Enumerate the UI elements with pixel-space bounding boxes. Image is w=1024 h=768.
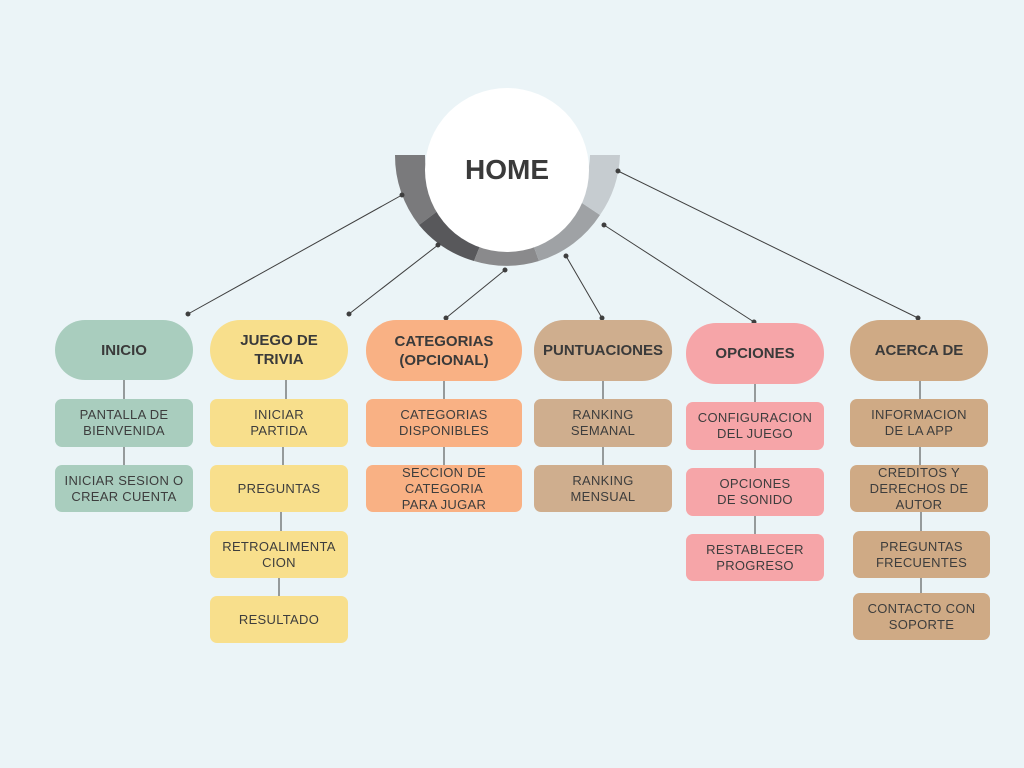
item-iniciar-partida: INICIAR PARTIDA	[210, 399, 348, 447]
connector-home-juego	[348, 244, 439, 315]
home-node: HOME	[425, 88, 589, 252]
connector-dot	[502, 267, 508, 273]
connector-dot	[435, 242, 441, 248]
item-ranking-mensual: RANKING MENSUAL	[534, 465, 672, 512]
connector-home-acerca	[617, 170, 919, 319]
connector-dot	[185, 311, 191, 317]
connector-home-puntuaciones	[565, 255, 603, 319]
item-iniciar-sesion: INICIAR SESION O CREAR CUENTA	[55, 465, 193, 512]
item-restablecer-progreso: RESTABLECER PROGRESO	[686, 534, 824, 581]
item-retroalimentacion: RETROALIMENTA CION	[210, 531, 348, 578]
item-preguntas-frecuentes: PREGUNTAS FRECUENTES	[853, 531, 990, 578]
item-informacion-app: INFORMACION DE LA APP	[850, 399, 988, 447]
ring-segment-lower-left	[419, 207, 484, 261]
header-acerca-de: ACERCA DE	[850, 320, 988, 381]
item-opciones-sonido: OPCIONES DE SONIDO	[686, 468, 824, 516]
item-creditos: CREDITOS Y DERECHOS DE AUTOR	[850, 465, 988, 512]
item-contacto-soporte: CONTACTO CON SOPORTE	[853, 593, 990, 640]
connector-dot	[346, 311, 352, 317]
header-juego-de-trivia: JUEGO DE TRIVIA	[210, 320, 348, 380]
header-puntuaciones: PUNTUACIONES	[534, 320, 672, 381]
connector-home-opciones	[603, 224, 755, 323]
connector-home-inicio	[187, 194, 403, 315]
item-ranking-semanal: RANKING SEMANAL	[534, 399, 672, 447]
header-opciones: OPCIONES	[686, 323, 824, 384]
item-resultado: RESULTADO	[210, 596, 348, 643]
connector-dot	[615, 168, 621, 174]
ring-segment-lower-right	[530, 199, 600, 261]
item-seccion-categoria: SECCION DE CATEGORIA PARA JUGAR	[366, 465, 522, 512]
ring-segment-left	[394, 155, 443, 225]
connector-dot	[601, 222, 607, 228]
item-pantalla-bienvenida: PANTALLA DE BIENVENIDA	[55, 399, 193, 447]
item-preguntas: PREGUNTAS	[210, 465, 348, 512]
header-categorias: CATEGORIAS (OPCIONAL)	[366, 320, 522, 381]
item-categorias-disponibles: CATEGORIAS DISPONIBLES	[366, 399, 522, 447]
ring-segment-right	[576, 155, 620, 215]
connector-dot	[399, 192, 405, 198]
header-inicio: INICIO	[55, 320, 193, 380]
connector-home-categorias	[445, 269, 506, 319]
item-configuracion-juego: CONFIGURACION DEL JUEGO	[686, 402, 824, 450]
connector-dot	[563, 253, 569, 259]
